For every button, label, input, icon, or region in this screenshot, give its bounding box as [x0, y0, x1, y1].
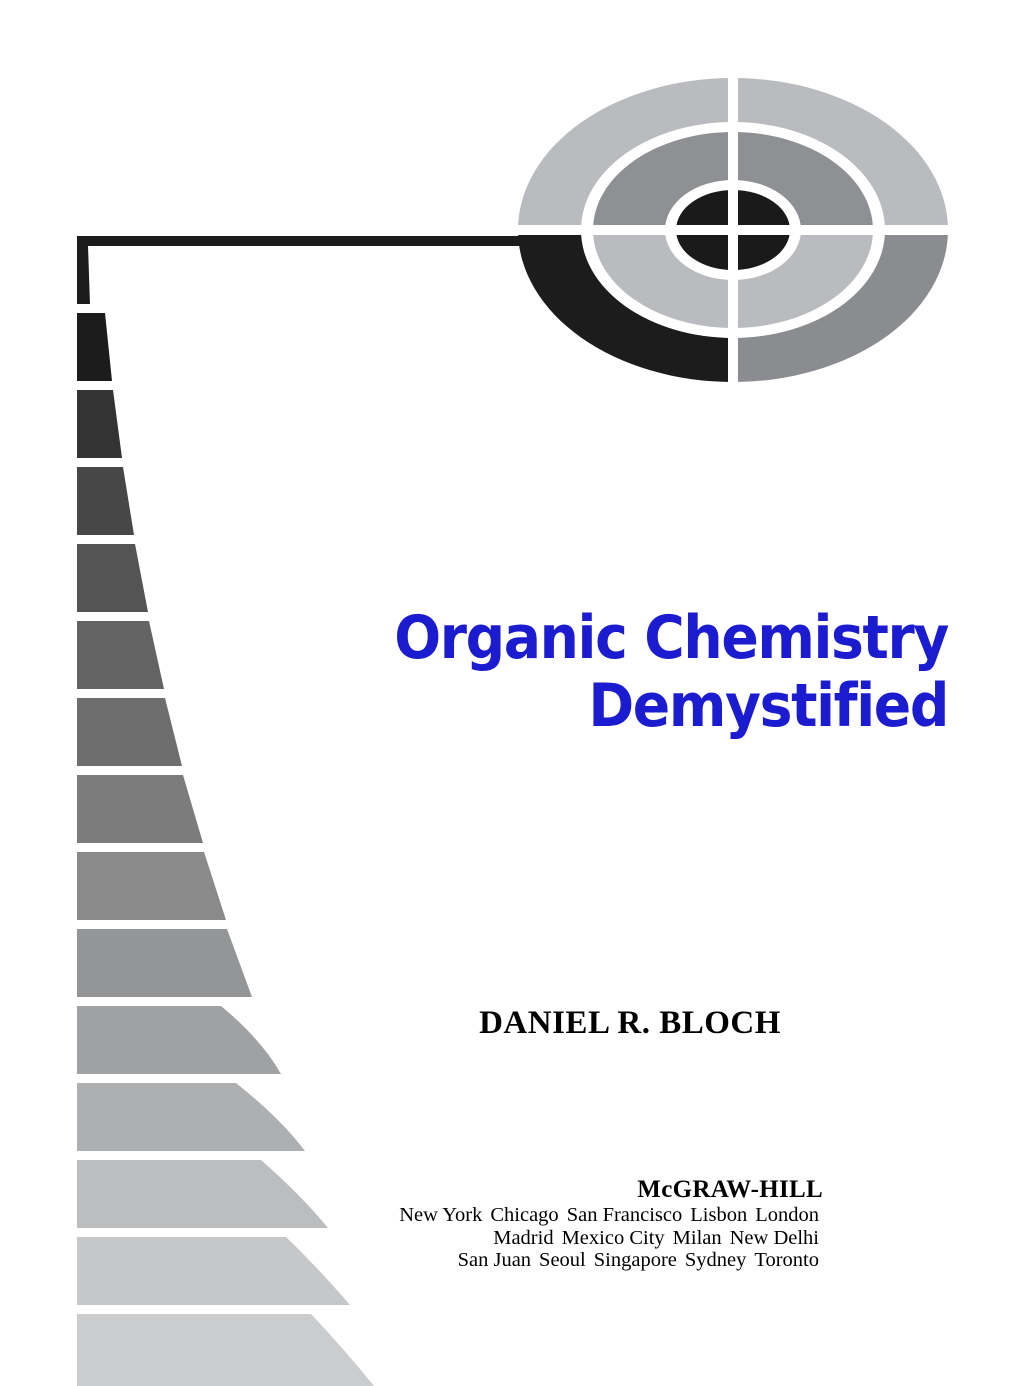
publisher-city-line: San Juan Seoul Singapore Sydney Toronto — [300, 1249, 823, 1272]
ladder-top-bar — [77, 236, 560, 304]
publisher-city: Seoul — [539, 1249, 586, 1271]
publisher-city: Lisbon — [690, 1204, 748, 1226]
ladder-step — [77, 929, 252, 997]
publisher-city-line: New York Chicago San Francisco Lisbon London — [300, 1204, 823, 1227]
publisher-city: New York — [399, 1204, 483, 1226]
ladder-step — [77, 852, 226, 920]
publisher-city-list: New York Chicago San Francisco Lisbon London… — [300, 1204, 823, 1272]
publisher-name: McGRAW-HILL — [637, 1176, 823, 1203]
logo-divider-horizontal — [505, 225, 965, 235]
ladder-step — [77, 621, 164, 689]
ladder-step — [77, 467, 134, 535]
publisher-city: Milan — [672, 1226, 722, 1249]
ladder-step — [77, 1083, 305, 1151]
publisher-city: Singapore — [593, 1249, 677, 1271]
publisher-city: San Juan — [457, 1249, 532, 1271]
author-block: DANIEL R. BLOCH — [300, 1005, 960, 1042]
publisher-city: Madrid — [493, 1226, 554, 1249]
title-block: Organic Chemistry Demystified — [300, 603, 949, 741]
publisher-city-line: Madrid Mexico City Milan New Delhi — [300, 1227, 823, 1250]
ladder-step — [77, 775, 203, 843]
publisher-city: New Delhi — [729, 1226, 819, 1249]
ladder-step — [77, 1006, 281, 1074]
publisher-city: London — [755, 1204, 819, 1226]
ladder-step — [77, 698, 182, 766]
publisher-city: San Francisco — [566, 1204, 683, 1226]
publisher-city: Mexico City — [561, 1226, 665, 1249]
publisher-city: Sydney — [684, 1249, 747, 1271]
ladder-step — [77, 1160, 328, 1228]
concentric-target-ellipse-logo — [505, 70, 965, 400]
publisher-city: Toronto — [754, 1249, 819, 1271]
ladder-step — [77, 544, 148, 612]
title-line-2: Demystified — [588, 671, 949, 741]
author-name: DANIEL R. BLOCH — [479, 1005, 781, 1041]
ladder-step — [77, 1314, 374, 1386]
publisher-city: Chicago — [490, 1204, 559, 1226]
ladder-step — [77, 390, 122, 458]
ladder-step — [77, 313, 112, 381]
publisher-block: McGRAW-HILL New York Chicago San Francisco… — [300, 1176, 823, 1272]
title-line-1: Organic Chemistry — [394, 603, 949, 673]
